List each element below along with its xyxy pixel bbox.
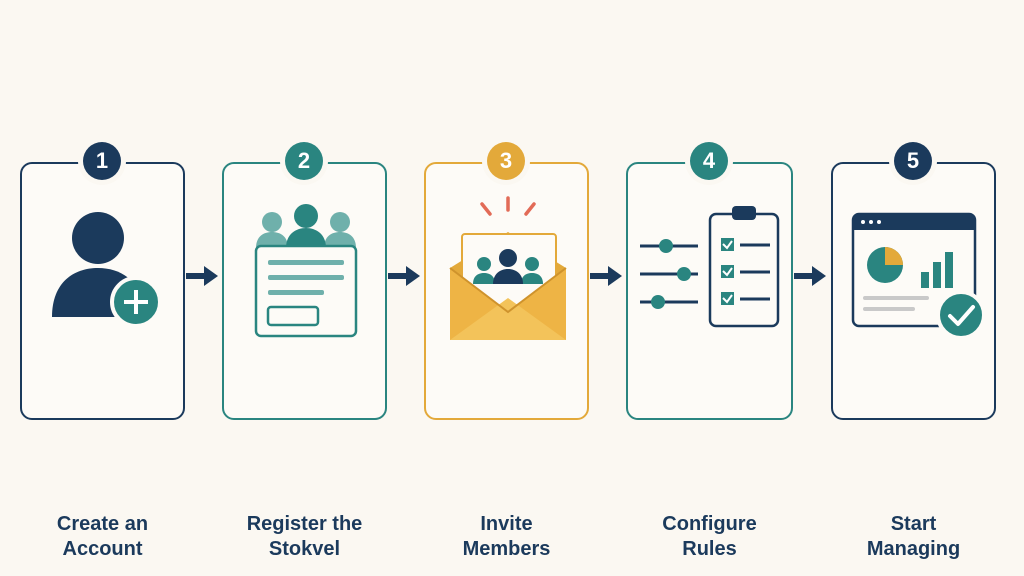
step-1-card: Create an Account	[20, 162, 185, 560]
arrow-right-icon	[590, 266, 622, 286]
step-5-card: Start Managing	[831, 162, 996, 560]
group-form-icon	[254, 204, 358, 338]
step-2-badge: 2	[285, 142, 323, 180]
step-4-label: Configure Rules	[662, 513, 757, 560]
step-2-card: Register the Stokvel	[222, 162, 387, 560]
arrow-right-icon	[794, 266, 826, 286]
step-1-label: Create an Account	[56, 513, 149, 560]
add-user-icon	[52, 212, 162, 328]
step-3-badge: 3	[487, 142, 525, 180]
settings-checklist-icon	[640, 206, 780, 328]
step-1-badge: 1	[83, 142, 121, 180]
step-3-card: Invite Members	[424, 162, 589, 560]
step-2-label: Register the Stokvel	[246, 513, 363, 560]
step-3-label: Invite Members	[462, 513, 551, 560]
step-4-card: Configure Rules	[626, 162, 793, 560]
step-4-badge: 4	[690, 142, 728, 180]
arrow-right-icon	[186, 266, 218, 286]
step-5-badge: 5	[894, 142, 932, 180]
arrow-right-icon	[388, 266, 420, 286]
envelope-invite-icon	[449, 196, 567, 340]
step-5-label: Start Managing	[866, 513, 961, 560]
dashboard-check-icon	[851, 212, 986, 340]
